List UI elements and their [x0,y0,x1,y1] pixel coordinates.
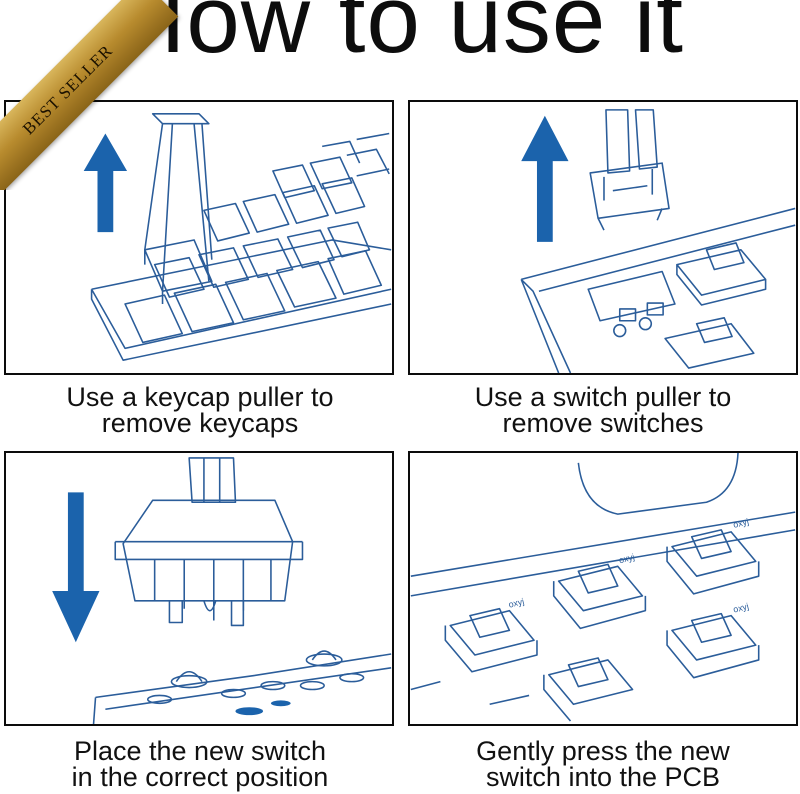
best-seller-ribbon: BEST SELLER [0,0,190,190]
switch-brand-label: oxyj [732,516,750,530]
place-switch-illustration [52,457,392,724]
down-arrow-icon [52,492,100,643]
best-seller-label: BEST SELLER [18,40,117,139]
step-1-caption: Use a keycap puller to remove keycaps [0,382,400,438]
keycap-puller-illustration [83,113,392,361]
caption-line: switch into the PCB [485,762,721,792]
step-3-caption: Place the new switch in the correct posi… [0,736,400,792]
caption-line: remove switches [502,408,704,438]
step-4-caption: Gently press the new switch into the PCB [403,736,800,792]
press-switch-illustration: oxyj oxyj oxyj oxyj [410,453,796,722]
step-2-caption: Use a switch puller to remove switches [403,382,800,438]
caption-line: in the correct position [71,762,329,792]
caption-line: Gently press the new [476,736,730,766]
switch-puller-illustration [520,109,796,373]
page-title: How to use it [116,0,684,73]
caption-line: Use a keycap puller to [66,382,334,412]
up-arrow-icon [83,133,128,233]
up-arrow-icon [521,115,569,242]
step-3-illustration [4,451,394,726]
switch-brand-label: oxyj [507,596,525,610]
caption-line: remove keycaps [101,408,299,438]
step-4-illustration: oxyj oxyj oxyj oxyj [408,451,798,726]
switch-brand-label: oxyj [618,552,636,566]
step-1-illustration [4,100,394,375]
caption-line: Use a switch puller to [474,382,732,412]
switch-brand-label: oxyj [732,601,750,615]
caption-line: Place the new switch [73,736,327,766]
best-seller-badge: BEST SELLER [0,0,179,190]
step-2-illustration [408,100,798,375]
